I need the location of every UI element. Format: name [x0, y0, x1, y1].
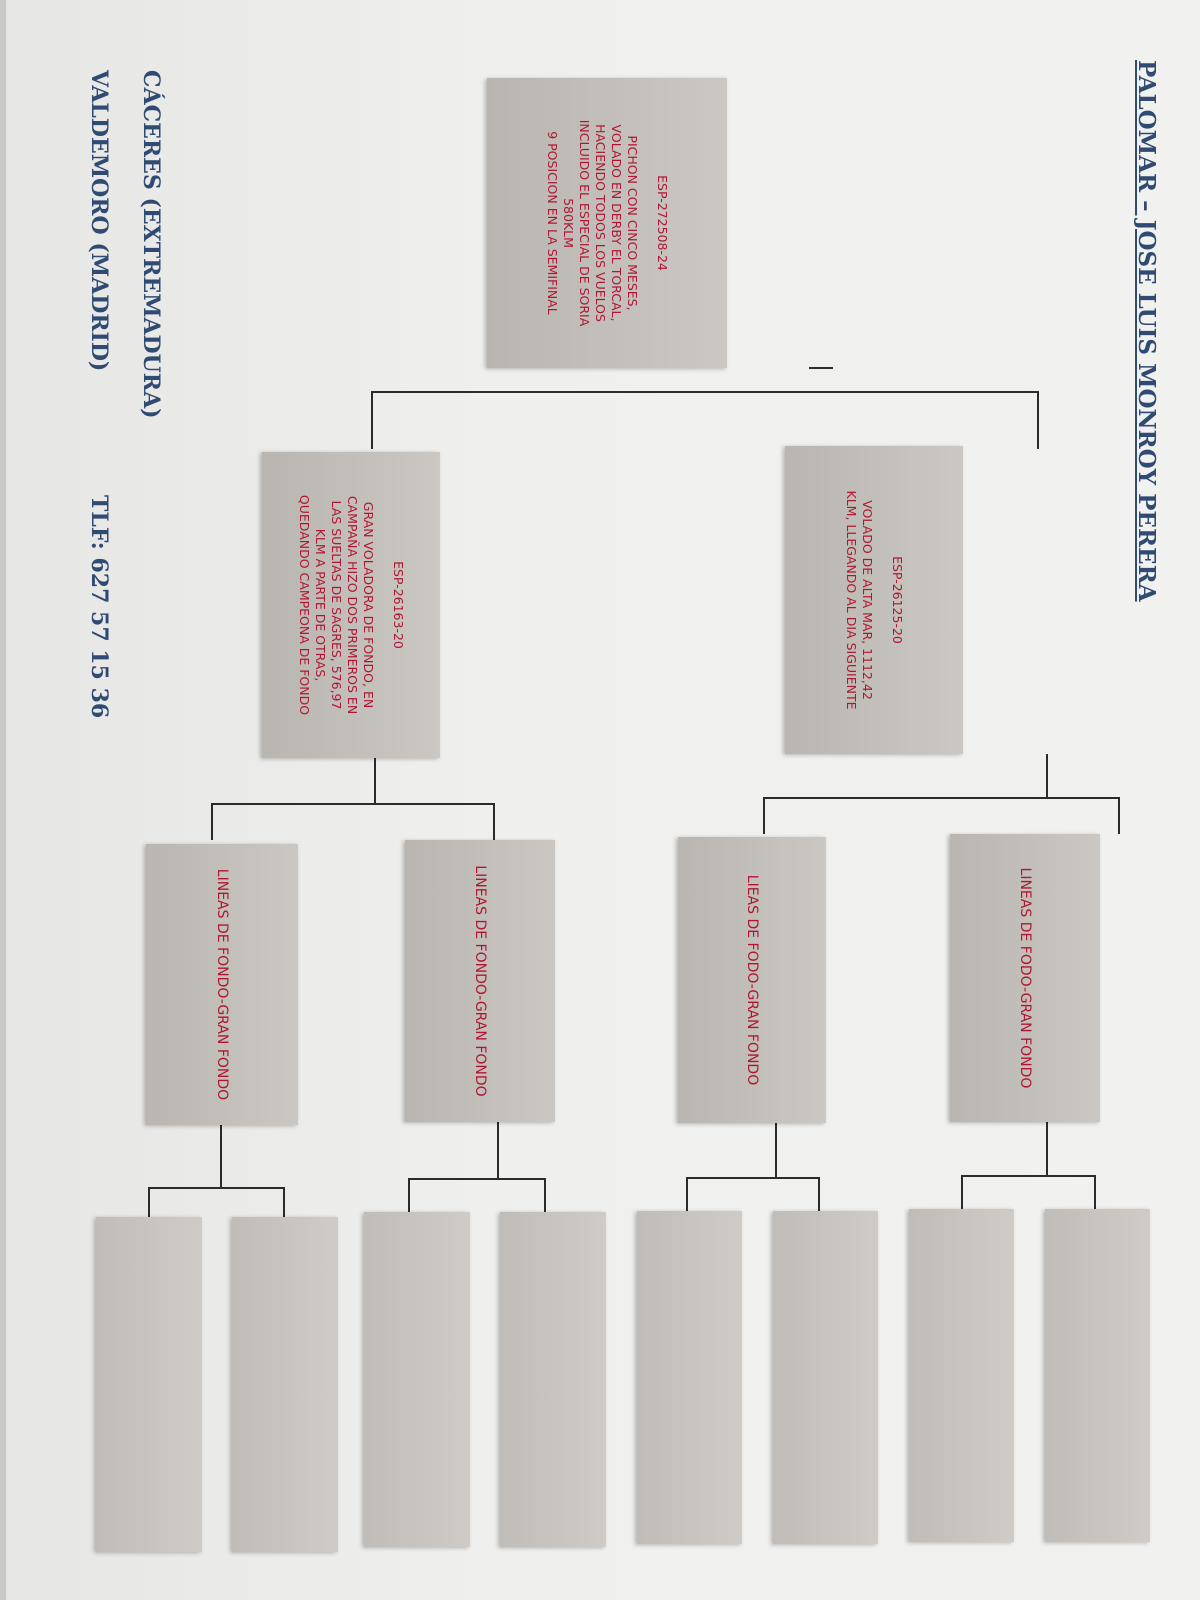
grandparent-label: LINEAS DE FODO-GRAN FONDO — [1017, 867, 1033, 1089]
pedigree-page: PALOMAR – JOSE LUIS MONROY PERERA — [6, 0, 1200, 1600]
subject-card: ESP-272508-24 PICHON CON CINCO MESES, VO… — [487, 78, 727, 368]
grandparent-label: LIEAS DE FODO-GRAN FONDO — [744, 874, 760, 1086]
subject-desc-line: HACIENDO TODOS LOS VUELOS — [593, 124, 608, 322]
grandparent-card: LINEAS DE FONDO-GRAN FONDO — [405, 840, 555, 1122]
great-grandparent-card — [909, 1209, 1014, 1542]
subject-desc-line: INCLUIDO EL ESPECIAL DE SORIA — [577, 119, 592, 327]
connector — [148, 1187, 285, 1189]
grandparent-card: LINEAS DE FONDO-GRAN FONDO — [146, 844, 298, 1125]
grandparent-card: LIEAS DE FODO-GRAN FONDO — [678, 837, 826, 1123]
great-grandparent-card — [637, 1211, 742, 1544]
great-grandparent-card — [1045, 1209, 1150, 1542]
connector — [775, 1123, 777, 1179]
connector — [408, 1178, 546, 1180]
connector — [493, 803, 495, 840]
sire-ring-code: ESP-26125-20 — [890, 556, 905, 644]
great-grandparent-card — [500, 1212, 606, 1547]
connector — [1118, 797, 1120, 834]
connector — [961, 1175, 963, 1209]
sire-desc-line: KLM, LLEGANDO AL DIA SIGUIENTE — [844, 490, 859, 710]
dam-ring-code: ESP-26163-20 — [391, 561, 406, 649]
footer-location-2: VALDEMORO (MADRID) — [86, 70, 112, 372]
connector — [283, 1187, 285, 1217]
connector — [818, 1177, 820, 1211]
connector — [211, 803, 495, 805]
grandparent-label: LINEAS DE FONDO-GRAN FONDO — [472, 865, 488, 1097]
dam-desc-line: LAS SUELTAS DE SAGRES, 576,97 — [329, 500, 344, 710]
grandparent-label: LINEAS DE FONDO-GRAN FONDO — [214, 868, 230, 1101]
footer-phone: TLF: 627 57 15 36 — [86, 495, 112, 719]
subject-desc-line: 9 POSICION EN LA SEMIFINAL — [545, 131, 560, 315]
sire-card: ESP-26125-20 VOLADO DE ALTA MAR, 1112,42… — [785, 446, 963, 754]
footer-location-1: CÁCERES (EXTREMADURA) — [138, 70, 164, 419]
connector — [763, 797, 765, 834]
connector — [1046, 754, 1048, 799]
connector — [211, 803, 213, 840]
connector — [497, 1122, 499, 1180]
sire-desc-line: VOLADO DE ALTA MAR, 1112,42 — [860, 500, 875, 700]
grandparent-card: LINEAS DE FODO-GRAN FONDO — [950, 834, 1100, 1122]
connector — [1046, 1122, 1048, 1177]
connector — [371, 391, 373, 449]
connector — [1094, 1175, 1096, 1209]
connector — [220, 1125, 222, 1189]
connector — [148, 1187, 150, 1217]
great-grandparent-card — [364, 1212, 470, 1547]
subject-ring-code: ESP-272508-24 — [655, 175, 670, 271]
great-grandparent-card — [232, 1217, 338, 1552]
connector — [763, 797, 1120, 799]
paper-sheet: PALOMAR – JOSE LUIS MONROY PERERA — [6, 0, 1200, 1600]
subject-desc-line: PICHON CON CINCO MESES, — [625, 135, 640, 311]
great-grandparent-card — [96, 1217, 202, 1552]
connector — [686, 1177, 688, 1211]
connector — [374, 758, 376, 805]
dam-desc-line: GRAN VOLADORA DE FONDO, EN — [361, 501, 376, 709]
great-grandparent-card — [773, 1211, 878, 1544]
connector — [961, 1175, 1096, 1177]
connector — [371, 391, 1039, 393]
dam-card: ESP-26163-20 GRAN VOLADORA DE FONDO, EN … — [262, 452, 440, 758]
subject-desc-line: VOLADO EN DERBY EL TORCAL, — [609, 124, 624, 322]
connector — [1037, 391, 1039, 449]
dam-desc-line: CAMPAÑA HIZO DOS PRIMEROS EN — [345, 495, 360, 715]
subject-desc-line: 580KLM — [561, 198, 576, 248]
connector — [544, 1178, 546, 1212]
connector — [408, 1178, 410, 1212]
page-title: PALOMAR – JOSE LUIS MONROY PERERA — [1133, 60, 1160, 602]
dam-desc-line: QUEDANDO CAMPEONA DE FONDO — [297, 494, 312, 716]
connector — [686, 1177, 820, 1179]
connector — [809, 367, 833, 369]
dam-desc-line: KLM A PARTE DE OTRAS, — [313, 528, 328, 682]
